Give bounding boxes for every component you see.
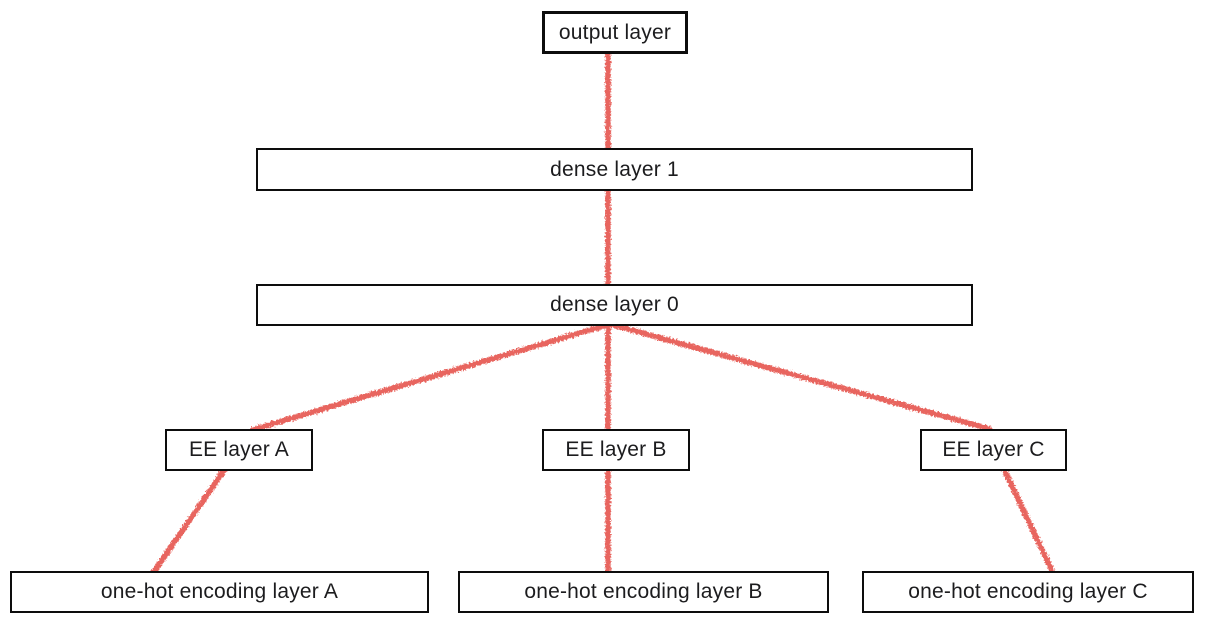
node-one-hot-encoding-layer-c: one-hot encoding layer C bbox=[862, 571, 1194, 613]
node-one-hot-encoding-layer-b: one-hot encoding layer B bbox=[458, 571, 829, 613]
edge-dense0-to-eeA bbox=[249, 321, 613, 433]
node-output-layer: output layer bbox=[542, 11, 688, 54]
edge-eeC-to-onehotC bbox=[1001, 466, 1056, 576]
edge-eeA-to-onehotA bbox=[150, 466, 228, 576]
node-dense-layer-1: dense layer 1 bbox=[256, 148, 973, 191]
node-ee-layer-c: EE layer C bbox=[920, 429, 1067, 471]
node-dense-layer-0: dense layer 0 bbox=[256, 284, 973, 326]
node-ee-layer-b: EE layer B bbox=[542, 429, 690, 471]
node-ee-layer-a: EE layer A bbox=[165, 429, 313, 471]
node-one-hot-encoding-layer-a: one-hot encoding layer A bbox=[10, 571, 429, 613]
edge-dense0-to-eeC bbox=[607, 321, 993, 432]
